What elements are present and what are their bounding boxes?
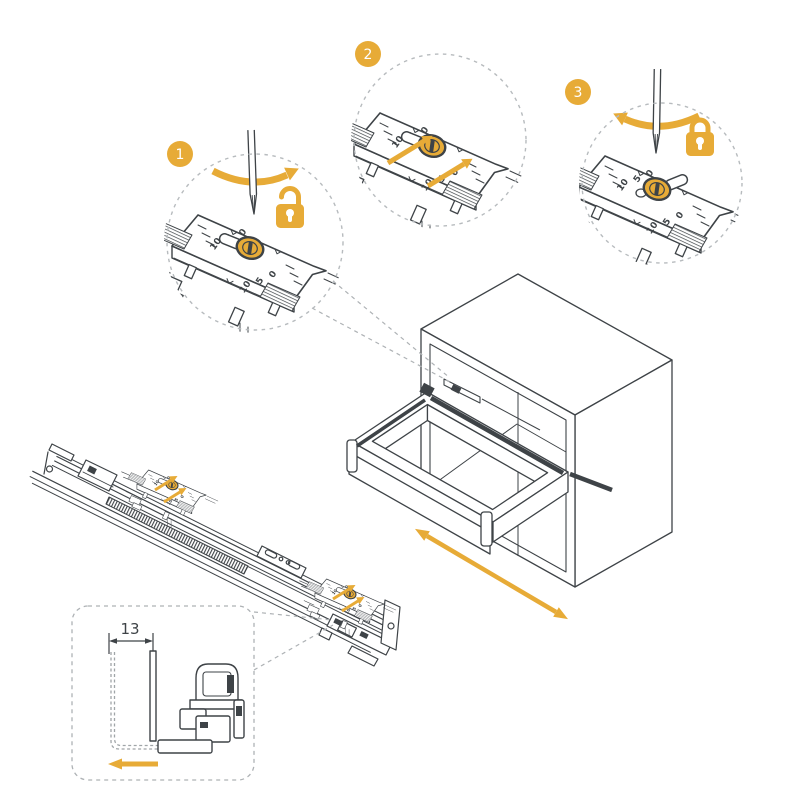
drawer-slide-rail-drawing bbox=[29, 443, 401, 667]
dimension-label: 13 bbox=[120, 620, 139, 638]
rail-stub bbox=[569, 471, 613, 493]
adjust-arrow-icon bbox=[332, 585, 365, 613]
direction-arrow-left-icon bbox=[108, 758, 158, 770]
step-badge-3: 3 bbox=[565, 79, 591, 105]
step-badge-1: 1 bbox=[167, 141, 193, 167]
latch-profile bbox=[149, 650, 245, 754]
step-number: 2 bbox=[364, 47, 373, 63]
step-number: 1 bbox=[176, 147, 185, 163]
callout-step-1: 1 bbox=[164, 129, 346, 333]
rotate-counterclockwise-arrow-icon bbox=[613, 112, 701, 130]
rail-plate-rear bbox=[299, 578, 397, 637]
pull-direction-arrow-icon bbox=[415, 528, 568, 620]
callout-circle bbox=[353, 53, 527, 227]
adjust-arrow-icon bbox=[154, 476, 187, 504]
rack-strip bbox=[105, 496, 249, 575]
callout-step-3: 3 bbox=[565, 68, 745, 266]
adjust-arrow-icon bbox=[386, 135, 473, 189]
detail-leader-lines bbox=[253, 611, 334, 671]
dimension-13: 13 bbox=[108, 620, 154, 654]
inner-cam-slot bbox=[450, 384, 462, 394]
callout-circle bbox=[581, 102, 743, 264]
detail-inset-box: 13 bbox=[71, 605, 334, 781]
callout-step-2: 2 bbox=[351, 41, 529, 229]
callout-circle bbox=[166, 153, 344, 331]
drawer-pullout-drawing bbox=[346, 382, 613, 555]
callout-leader-lines bbox=[311, 280, 453, 384]
panel-profile bbox=[110, 652, 163, 750]
step-number: 3 bbox=[574, 85, 583, 101]
rail-plate-front bbox=[121, 469, 219, 528]
step-badge-2: 2 bbox=[355, 41, 381, 67]
